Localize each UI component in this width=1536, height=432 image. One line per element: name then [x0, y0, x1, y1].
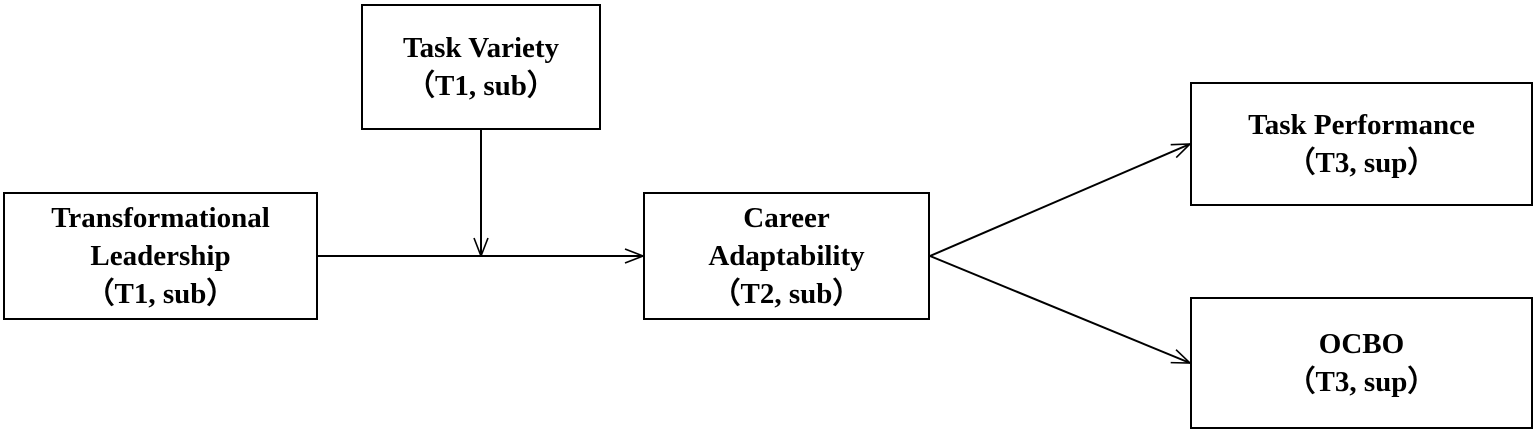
node-career-adaptability: Career Adaptability （T2, sub） — [643, 192, 930, 320]
node-ca-title-line1: Career — [743, 202, 830, 234]
node-task-variety: Task Variety （T1, sub） — [361, 4, 601, 130]
node-transformational-leadership: Transformational Leadership （T1, sub） — [3, 192, 318, 320]
node-ocbo: OCBO （T3, sup） — [1190, 297, 1533, 429]
arrow-ca-to-ocbo — [929, 255, 1190, 364]
node-tl-time: （T1, sub） — [85, 278, 236, 310]
node-ocbo-time: （T3, sup） — [1286, 366, 1437, 398]
node-task-variety-title: Task Variety — [402, 32, 560, 64]
node-ca-title-line2: Adaptability — [708, 240, 865, 272]
node-task-performance: Task Performance （T3, sup） — [1190, 82, 1533, 206]
node-tp-title: Task Performance — [1248, 109, 1475, 141]
node-tl-title-line1: Transformational — [51, 202, 270, 234]
node-task-variety-time: （T1, sub） — [406, 70, 556, 102]
node-tp-time: （T3, sup） — [1286, 147, 1437, 179]
node-ca-time: （T2, sub） — [711, 278, 862, 310]
node-tl-title-line2: Leadership — [90, 240, 231, 272]
node-ocbo-title: OCBO — [1318, 328, 1405, 360]
arrow-ca-to-tp — [929, 143, 1190, 257]
